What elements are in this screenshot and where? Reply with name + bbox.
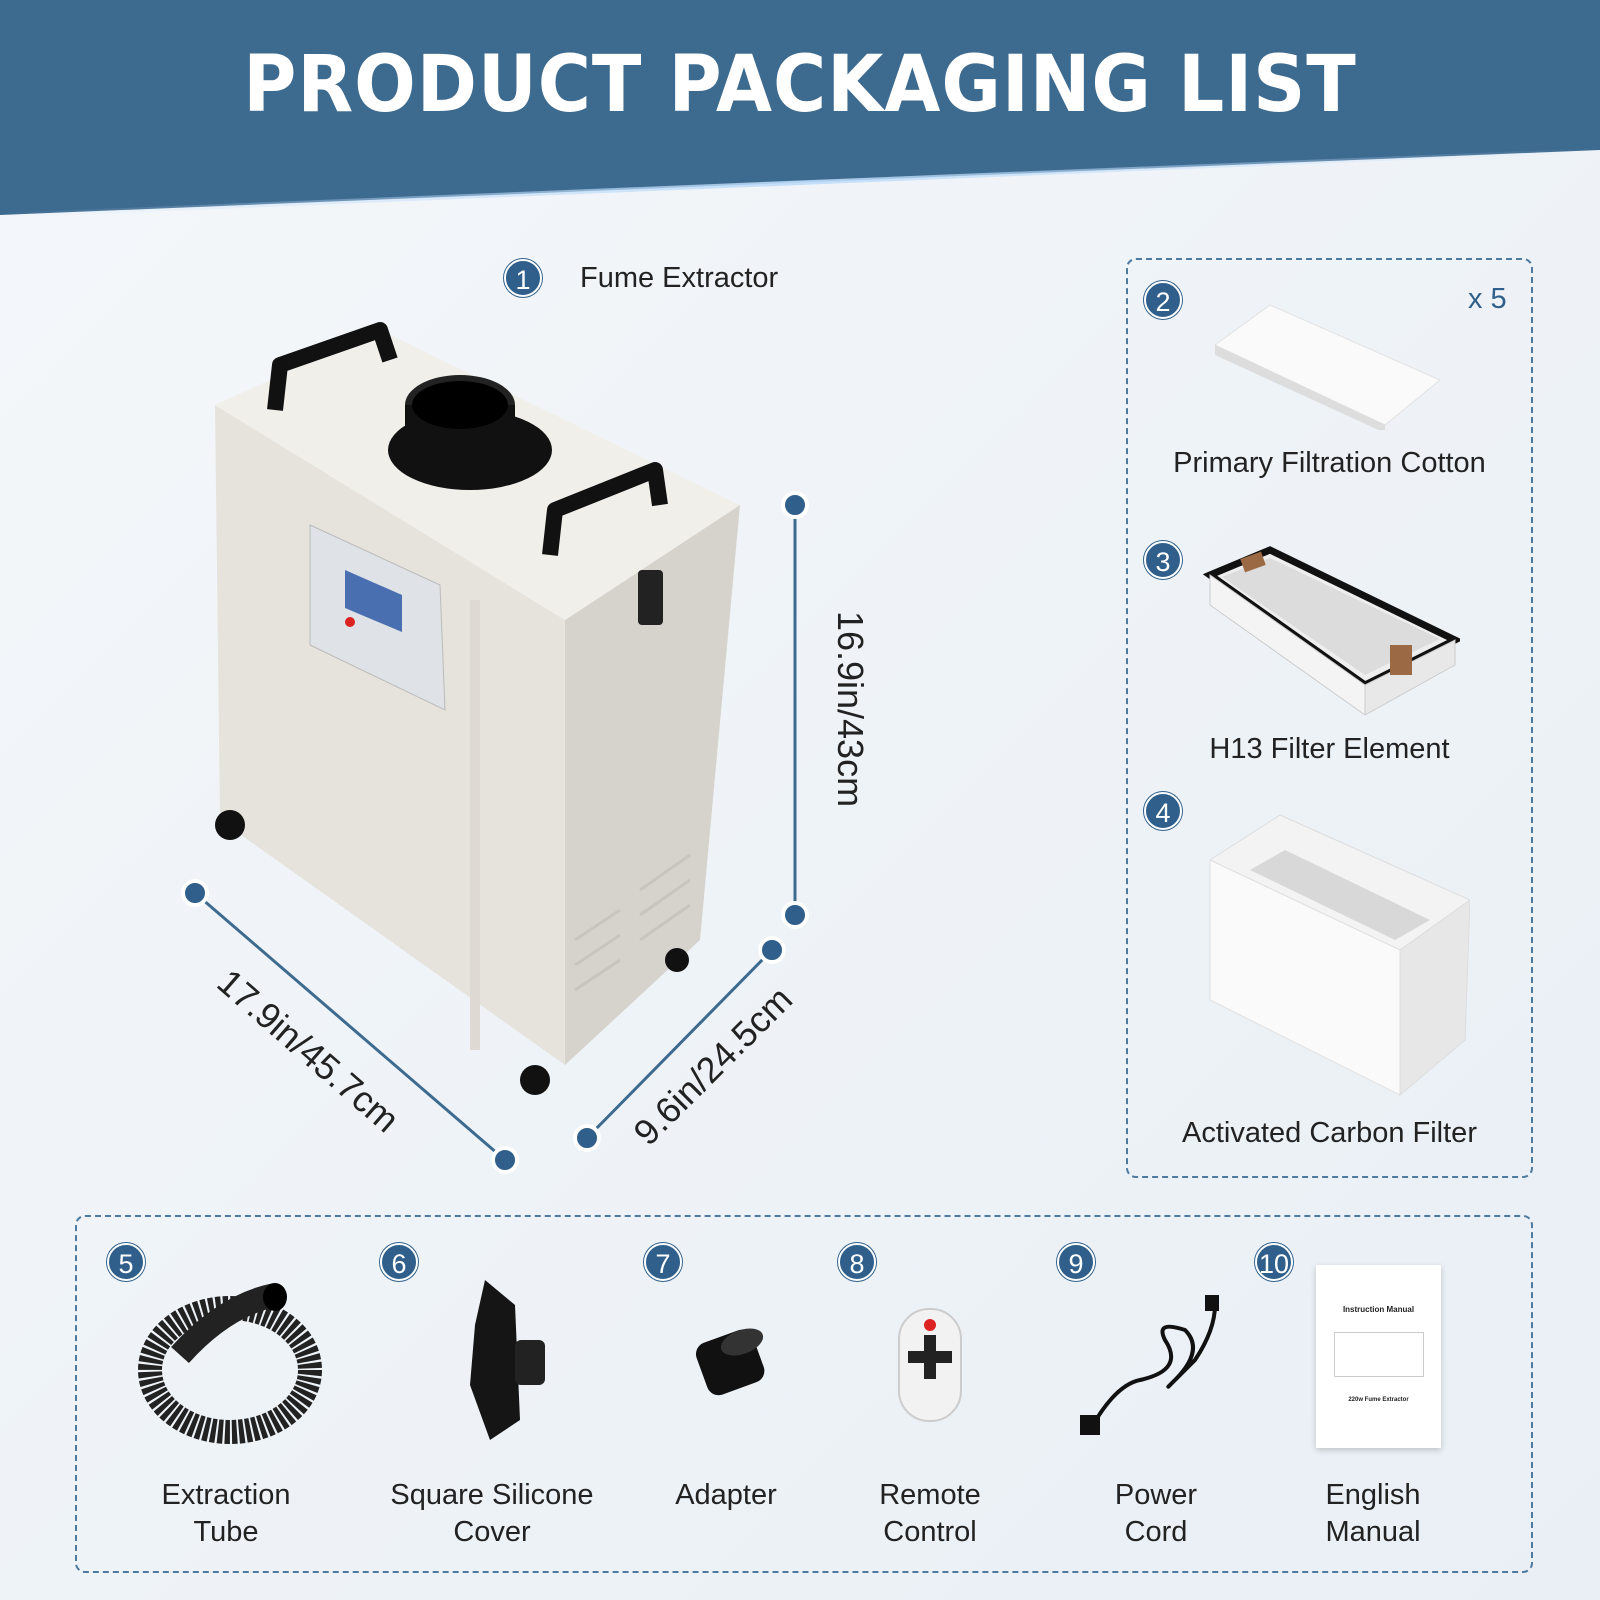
item-number-badge: 10 (1255, 1243, 1293, 1281)
item-label-filtration-cotton: Primary Filtration Cotton (1173, 447, 1486, 479)
dimension-lines (181, 491, 809, 1174)
manual-image: Instruction Manual 220w Fume Extractor (1316, 1265, 1441, 1448)
item-number-badge: 6 (380, 1243, 418, 1281)
power-cord-image (1080, 1295, 1219, 1435)
item-label-carbon-filter: Activated Carbon Filter (1182, 1117, 1477, 1149)
item-number-badge: 2 (1144, 281, 1182, 319)
manual-cover-illustration (1333, 1332, 1424, 1377)
item-number-badge: 8 (838, 1243, 876, 1281)
page-title: PRODUCT PACKAGING LIST (243, 40, 1357, 130)
item-label-h13-filter: H13 Filter Element (1209, 733, 1450, 765)
height-dimension: 16.9in/43cm (830, 610, 872, 808)
accessories-box (75, 1215, 1533, 1573)
manual-cover-subtitle: 220w Fume Extractor (1348, 1397, 1409, 1403)
silicone-cover-image (470, 1280, 545, 1440)
remote-control-image (898, 1308, 962, 1422)
item-number-badge: 5 (107, 1243, 145, 1281)
quantity-label: x 5 (1468, 283, 1507, 315)
h13-filter-image (1202, 546, 1460, 715)
filtration-cotton-image (1214, 304, 1441, 430)
fume-extractor-image (215, 322, 740, 1095)
item-number-badge: 9 (1057, 1243, 1095, 1281)
filters-box (1126, 258, 1533, 1178)
item-number-badge: 3 (1144, 541, 1182, 579)
carbon-filter-image (1208, 814, 1470, 1097)
item-number-badge: 7 (644, 1243, 682, 1281)
item-number-badge: 4 (1144, 792, 1182, 830)
item-label-fume-extractor: Fume Extractor (580, 262, 779, 294)
manual-cover-title: Instruction Manual (1342, 1305, 1415, 1314)
adapter-image (695, 1328, 765, 1396)
item-number-badge: 1 (504, 259, 542, 297)
extraction-tube-image (138, 1283, 322, 1444)
item-label-adapter: Adapter (675, 1479, 777, 1511)
